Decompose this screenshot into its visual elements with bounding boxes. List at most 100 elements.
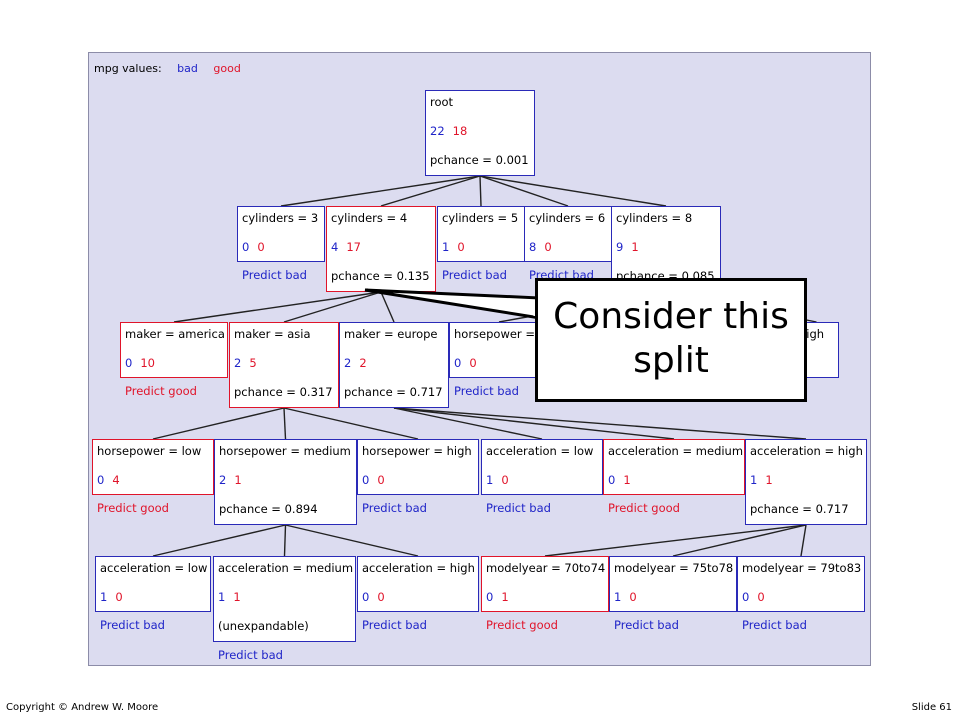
node-label: cylinders = 5 bbox=[442, 211, 519, 225]
callout-box: Consider this split bbox=[535, 278, 807, 402]
count-bad: 0 bbox=[362, 473, 370, 487]
count-good: 1 bbox=[233, 590, 241, 604]
edge-masia-hpmed bbox=[283, 407, 287, 440]
node-label: modelyear = 79to83 bbox=[742, 561, 862, 575]
callout-line-1: Consider this bbox=[553, 296, 789, 337]
count-good: 0 bbox=[377, 590, 385, 604]
node-label: maker = asia bbox=[234, 327, 311, 341]
node-prediction-my7074: Predict good bbox=[486, 618, 558, 632]
count-bad: 0 bbox=[454, 356, 462, 370]
node-label: modelyear = 70to74 bbox=[486, 561, 606, 575]
count-bad: 1 bbox=[614, 590, 622, 604]
node-label: cylinders = 8 bbox=[616, 211, 693, 225]
count-bad: 2 bbox=[234, 356, 242, 370]
node-prediction-acchigh: Predict bad bbox=[362, 618, 427, 632]
count-good: 0 bbox=[457, 240, 465, 254]
count-good: 5 bbox=[249, 356, 257, 370]
count-bad: 1 bbox=[218, 590, 226, 604]
node-prediction-cyl5: Predict bad bbox=[442, 268, 507, 282]
node-pchance: pchance = 0.717 bbox=[750, 502, 849, 516]
count-bad: 1 bbox=[750, 473, 758, 487]
edge-hpmed-acclow bbox=[152, 524, 286, 557]
count-good: 0 bbox=[629, 590, 637, 604]
count-bad: 1 bbox=[486, 473, 494, 487]
count-bad: 22 bbox=[430, 124, 445, 138]
node-prediction-accmed_e: Predict good bbox=[608, 501, 680, 515]
node-prediction-acclow: Predict bad bbox=[100, 618, 165, 632]
node-pchance: pchance = 0.717 bbox=[344, 385, 443, 399]
node-label: acceleration = low bbox=[100, 561, 208, 575]
count-good: 1 bbox=[631, 240, 639, 254]
count-bad: 8 bbox=[529, 240, 537, 254]
node-label: acceleration = low bbox=[486, 444, 594, 458]
edge-cyl4-mamerica bbox=[173, 291, 382, 323]
count-good: 18 bbox=[452, 124, 468, 138]
node-label: cylinders = 6 bbox=[529, 211, 606, 225]
node-label: acceleration = high bbox=[362, 561, 475, 575]
edge-cyl4-meurope bbox=[380, 291, 395, 323]
count-good: 0 bbox=[501, 473, 509, 487]
count-bad: 2 bbox=[344, 356, 352, 370]
node-pchance: pchance = 0.894 bbox=[219, 502, 318, 516]
node-pchance: (unexpandable) bbox=[218, 619, 309, 633]
node-label: horsepower = bbox=[454, 327, 535, 341]
node-label: root bbox=[430, 95, 454, 109]
legend: mpg values: bad good bbox=[94, 62, 241, 75]
node-prediction-hp_c8: Predict bad bbox=[454, 384, 519, 398]
node-prediction-hplow: Predict good bbox=[97, 501, 169, 515]
legend-bad: bad bbox=[177, 62, 198, 75]
node-prediction-mamerica: Predict good bbox=[125, 384, 197, 398]
count-good: 0 bbox=[257, 240, 265, 254]
count-bad: 0 bbox=[486, 590, 494, 604]
edge-meurope-accmed_e bbox=[393, 407, 675, 440]
count-good: 2 bbox=[359, 356, 367, 370]
node-prediction-cyl3: Predict bad bbox=[242, 268, 307, 282]
count-good: 0 bbox=[115, 590, 123, 604]
count-good: 10 bbox=[140, 356, 155, 370]
legend-good: good bbox=[213, 62, 241, 75]
legend-label: mpg values: bbox=[94, 62, 162, 75]
node-label: acceleration = medium bbox=[218, 561, 354, 575]
edge-acchigh_e-my7983 bbox=[800, 524, 807, 557]
node-pchance: pchance = 0.317 bbox=[234, 385, 333, 399]
node-label: horsepower = high bbox=[362, 444, 472, 458]
edge-acchigh_e-my7578 bbox=[672, 524, 807, 557]
edge-meurope-acclow_e bbox=[393, 407, 543, 440]
edge-acchigh_e-my7074 bbox=[544, 524, 807, 557]
